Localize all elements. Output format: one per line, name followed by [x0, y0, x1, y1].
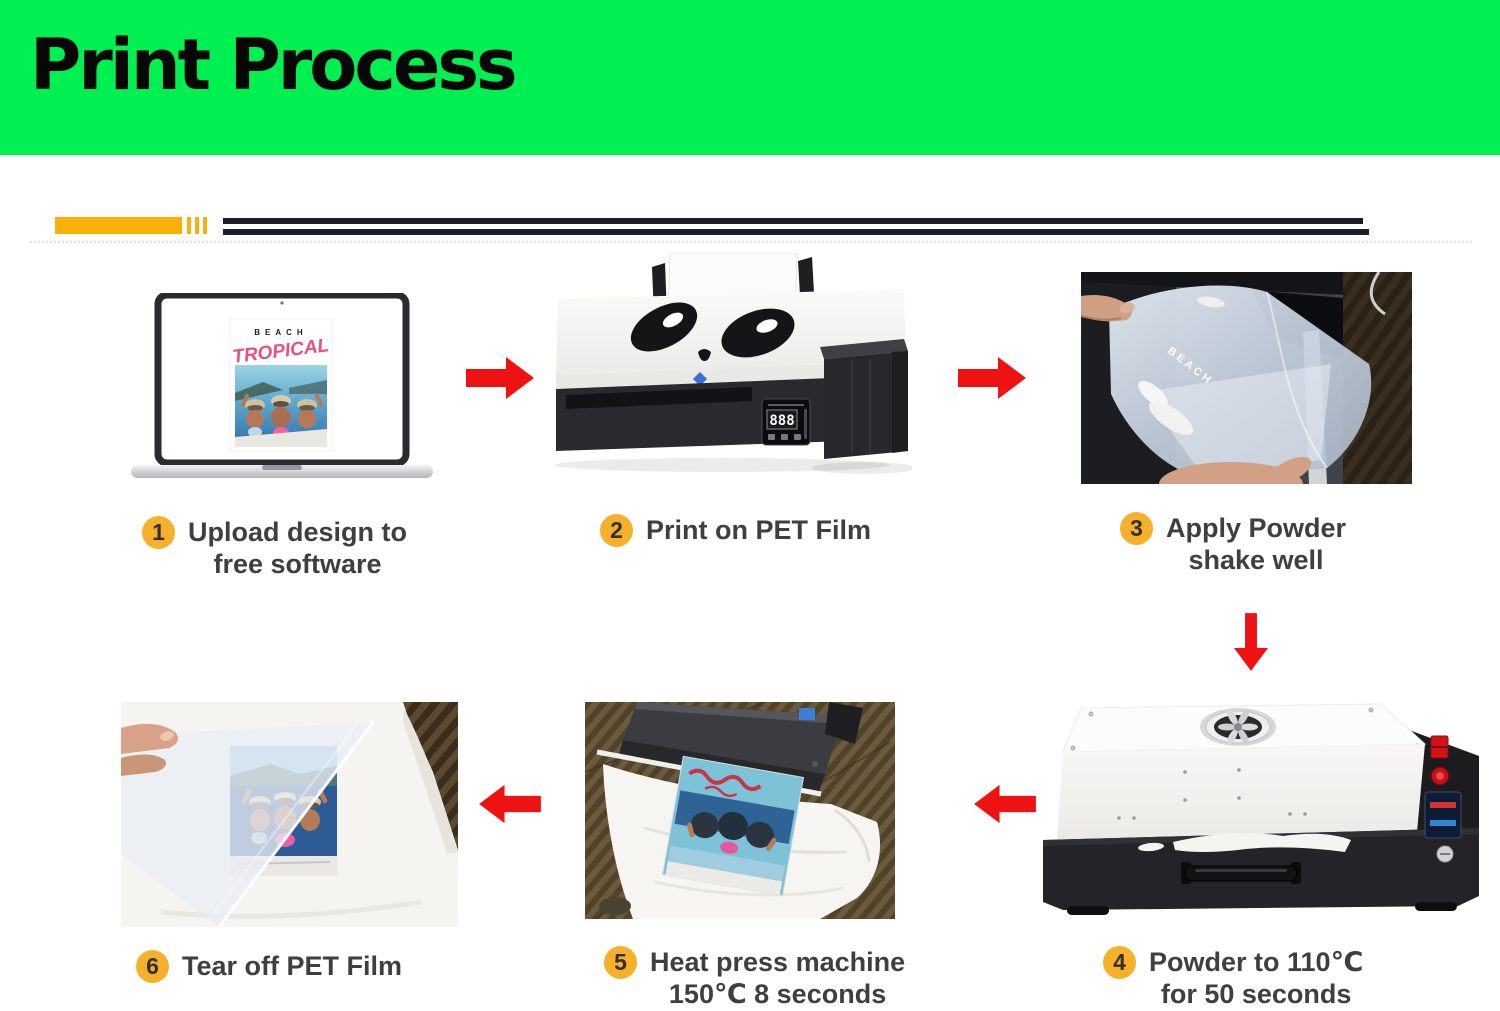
- step-text: for 50 seconds: [1160, 979, 1352, 1009]
- step-text: Upload design to: [188, 517, 407, 547]
- divider-dark-line-top: [223, 218, 1363, 224]
- ink-tank: [820, 339, 908, 459]
- fan-vent: [1200, 708, 1276, 746]
- header-banner: Print Process: [0, 0, 1500, 155]
- step-text: shake well: [1188, 545, 1324, 575]
- laptop-design-top-text: BEACH: [254, 328, 307, 337]
- printed-design-upside-down: [661, 755, 805, 897]
- step-number-badge: 5: [604, 946, 637, 979]
- step-text: 150℃ 8 seconds: [668, 979, 887, 1009]
- divider-tick: [195, 217, 199, 234]
- pet-film-photo: BEACH: [1081, 272, 1412, 484]
- arrow-right-icon: [466, 356, 534, 400]
- heat-press-photo: [585, 702, 895, 919]
- step-number-badge: 4: [1103, 946, 1136, 979]
- laptop-image: BEACH TROPICAL: [131, 293, 433, 483]
- step-text: Heat press machine: [650, 947, 906, 977]
- page-title: Print Process: [30, 24, 518, 106]
- step-label-1: 1 Upload design to free software: [142, 516, 407, 580]
- hand-top: [1081, 295, 1135, 322]
- divider-yellow-bar: [55, 217, 182, 234]
- step-label-4: 4 Powder to 110℃ for 50 seconds: [1103, 946, 1363, 1010]
- step-text: free software: [213, 549, 382, 579]
- arrow-right-icon: [958, 356, 1026, 400]
- printer-control-panel: 888: [761, 398, 811, 446]
- powder-machine-image: [1033, 700, 1483, 915]
- film-in-slot: [1173, 833, 1351, 852]
- step-label-2: 2 Print on PET Film: [600, 514, 871, 547]
- step-number-badge: 6: [136, 950, 169, 983]
- dotted-divider: [30, 241, 1472, 243]
- step-text: Tear off PET Film: [182, 951, 403, 981]
- panda-face: [630, 302, 795, 361]
- step-text: Apply Powder: [1166, 513, 1347, 543]
- divider-tick: [187, 217, 191, 234]
- step-number-badge: 3: [1120, 512, 1153, 545]
- handle: [1181, 862, 1301, 884]
- film-overlay: [121, 722, 373, 927]
- hood-dots: [1117, 768, 1307, 820]
- step-label-5: 5 Heat press machine 150℃ 8 seconds: [604, 946, 905, 1010]
- step-text: Print on PET Film: [646, 515, 872, 545]
- step-number-badge: 1: [142, 516, 175, 549]
- printer-display-value: 888: [769, 413, 794, 429]
- step-label-6: 6 Tear off PET Film: [136, 950, 402, 983]
- divider-tick: [203, 217, 207, 234]
- hand-bottom: [1159, 457, 1312, 484]
- controls: [1424, 735, 1462, 863]
- printer-image: 888: [552, 253, 912, 481]
- arrow-down-icon: [1234, 608, 1268, 676]
- step-text: Powder to 110℃: [1149, 947, 1364, 977]
- hand-peeling: [121, 723, 178, 776]
- arrow-left-icon: [478, 784, 542, 824]
- tear-film-photo: [121, 702, 458, 927]
- step-number-badge: 2: [600, 514, 633, 547]
- divider-dark-line-bottom: [223, 229, 1369, 235]
- arrow-left-icon: [973, 784, 1037, 824]
- step-label-3: 3 Apply Powder shake well: [1120, 512, 1346, 576]
